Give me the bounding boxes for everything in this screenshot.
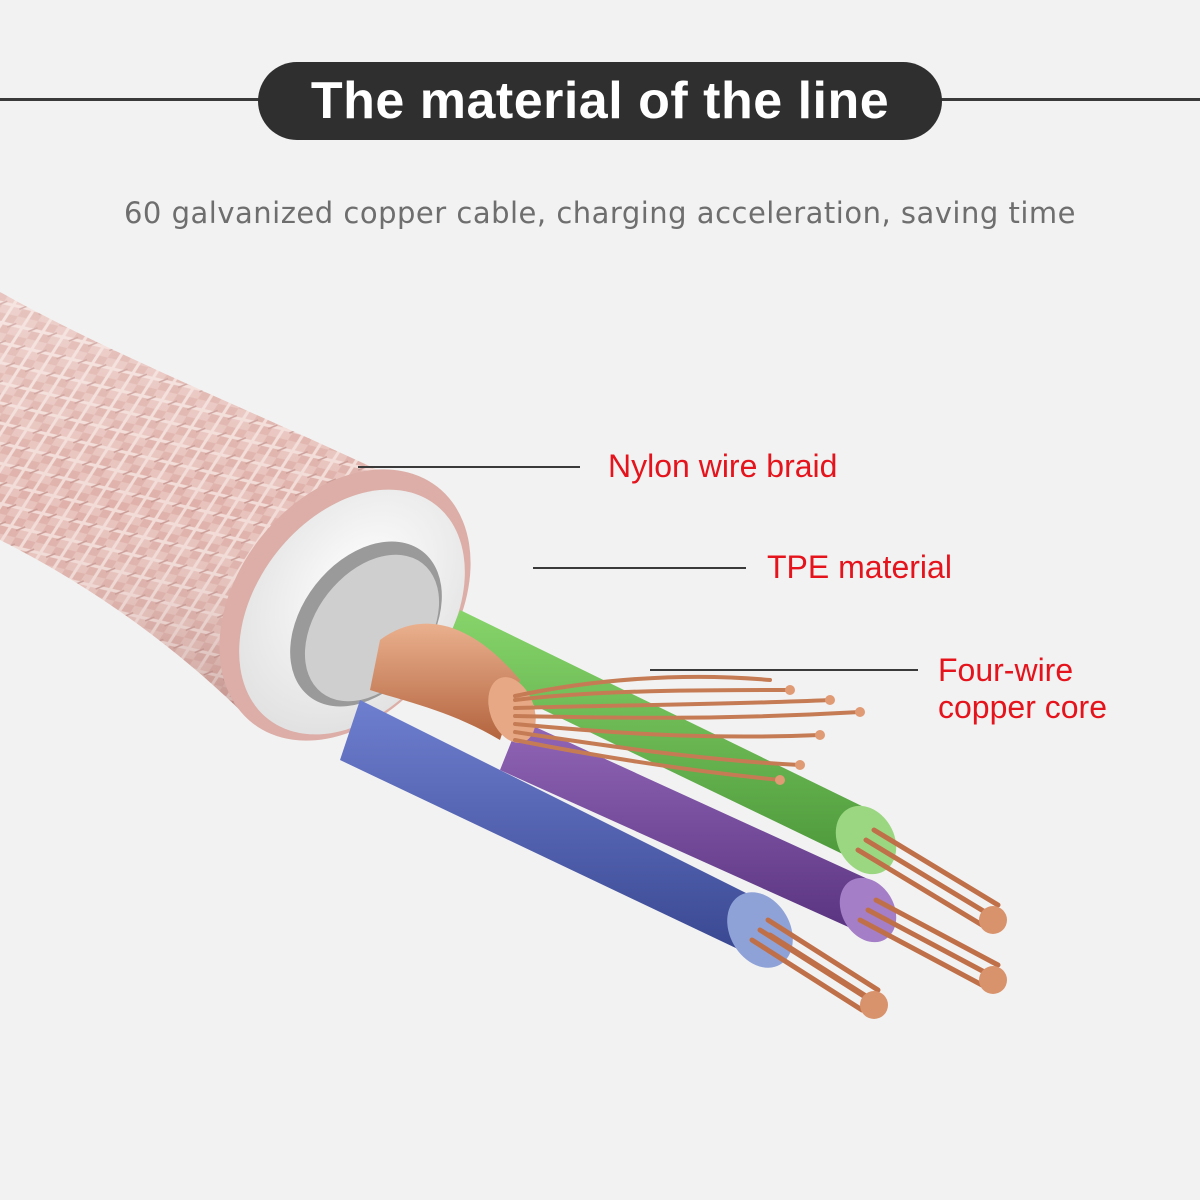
page-subtitle: 60 galvanized copper cable, charging acc… bbox=[123, 196, 1077, 230]
purple-wire bbox=[500, 720, 1007, 994]
nylon-callout-label: Nylon wire braid bbox=[608, 448, 838, 484]
nylon-callout-line bbox=[358, 466, 580, 468]
tpe-callout-line bbox=[533, 567, 746, 569]
core-callout-label-line2: copper core bbox=[938, 689, 1107, 725]
core-callout-label-line1: Four-wire bbox=[938, 652, 1074, 688]
title-rule-right bbox=[935, 98, 1200, 101]
tpe-callout-label: TPE material bbox=[767, 549, 952, 585]
core-callout-line bbox=[650, 669, 918, 671]
blue-wire bbox=[340, 700, 888, 1019]
page-title: The material of the line bbox=[258, 62, 942, 140]
copper-insulated-wire bbox=[370, 623, 865, 785]
title-rule-left bbox=[0, 98, 265, 101]
core-callout-label: Four-wire copper core bbox=[938, 652, 1107, 726]
